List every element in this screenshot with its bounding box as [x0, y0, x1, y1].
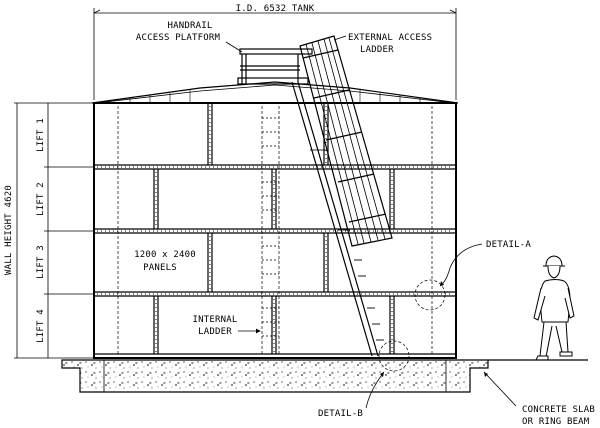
- handrail-label-line-2: ACCESS PLATFORM: [136, 33, 221, 43]
- tank-roof: [91, 81, 459, 104]
- wall-height-label: WALL HEIGHT 4620: [4, 185, 14, 275]
- tank-diameter-dimension: I.D. 6532 TANK: [93, 4, 457, 100]
- handrail-callout: HANDRAIL ACCESS PLATFORM: [136, 21, 243, 53]
- panels-label-line-2: PANELS: [143, 263, 177, 273]
- lift-3-label: LIFT 3: [36, 245, 46, 279]
- concrete-slab: [61, 359, 489, 393]
- handrail-platform: [237, 48, 313, 85]
- detail-b-label: DETAIL-B: [318, 409, 363, 419]
- external-ladder-label-line-2: LADDER: [360, 45, 394, 55]
- panels-callout: 1200 x 2400 PANELS: [134, 250, 196, 273]
- lift-2-label: LIFT 2: [36, 182, 46, 216]
- slab-label-line-1: CONCRETE SLAB: [522, 405, 595, 415]
- panels-label-line-1: 1200 x 2400: [134, 250, 196, 260]
- handrail-label-line-1: HANDRAIL: [168, 21, 213, 31]
- concrete-slab-callout: CONCRETE SLAB OR RING BEAM: [483, 371, 595, 427]
- detail-a-label: DETAIL-A: [486, 240, 531, 250]
- detail-b-marker: DETAIL-B: [318, 340, 410, 419]
- external-ladder: [291, 35, 393, 357]
- internal-ladder-label-line-1: INTERNAL: [193, 315, 238, 325]
- internal-ladder-label-line-2: LADDER: [198, 327, 232, 337]
- tank-wall: [93, 102, 457, 359]
- lift-1-label: LIFT 1: [36, 118, 46, 152]
- external-ladder-callout: EXTERNAL ACCESS LADDER: [333, 33, 432, 55]
- tank-diameter-label: I.D. 6532 TANK: [236, 4, 315, 14]
- detail-a-marker: DETAIL-A: [414, 240, 531, 311]
- internal-ladder-callout: INTERNAL LADDER: [193, 315, 261, 337]
- external-ladder-label-line-1: EXTERNAL ACCESS: [348, 33, 432, 43]
- human-figure: [533, 255, 575, 361]
- lift-4-label: LIFT 4: [36, 309, 46, 343]
- wall-height-dimension: WALL HEIGHT 4620 LIFT 1 LIFT 2 LIFT 3 LI…: [4, 102, 94, 359]
- slab-label-line-2: OR RING BEAM: [522, 417, 590, 427]
- internal-ladder: [261, 106, 280, 355]
